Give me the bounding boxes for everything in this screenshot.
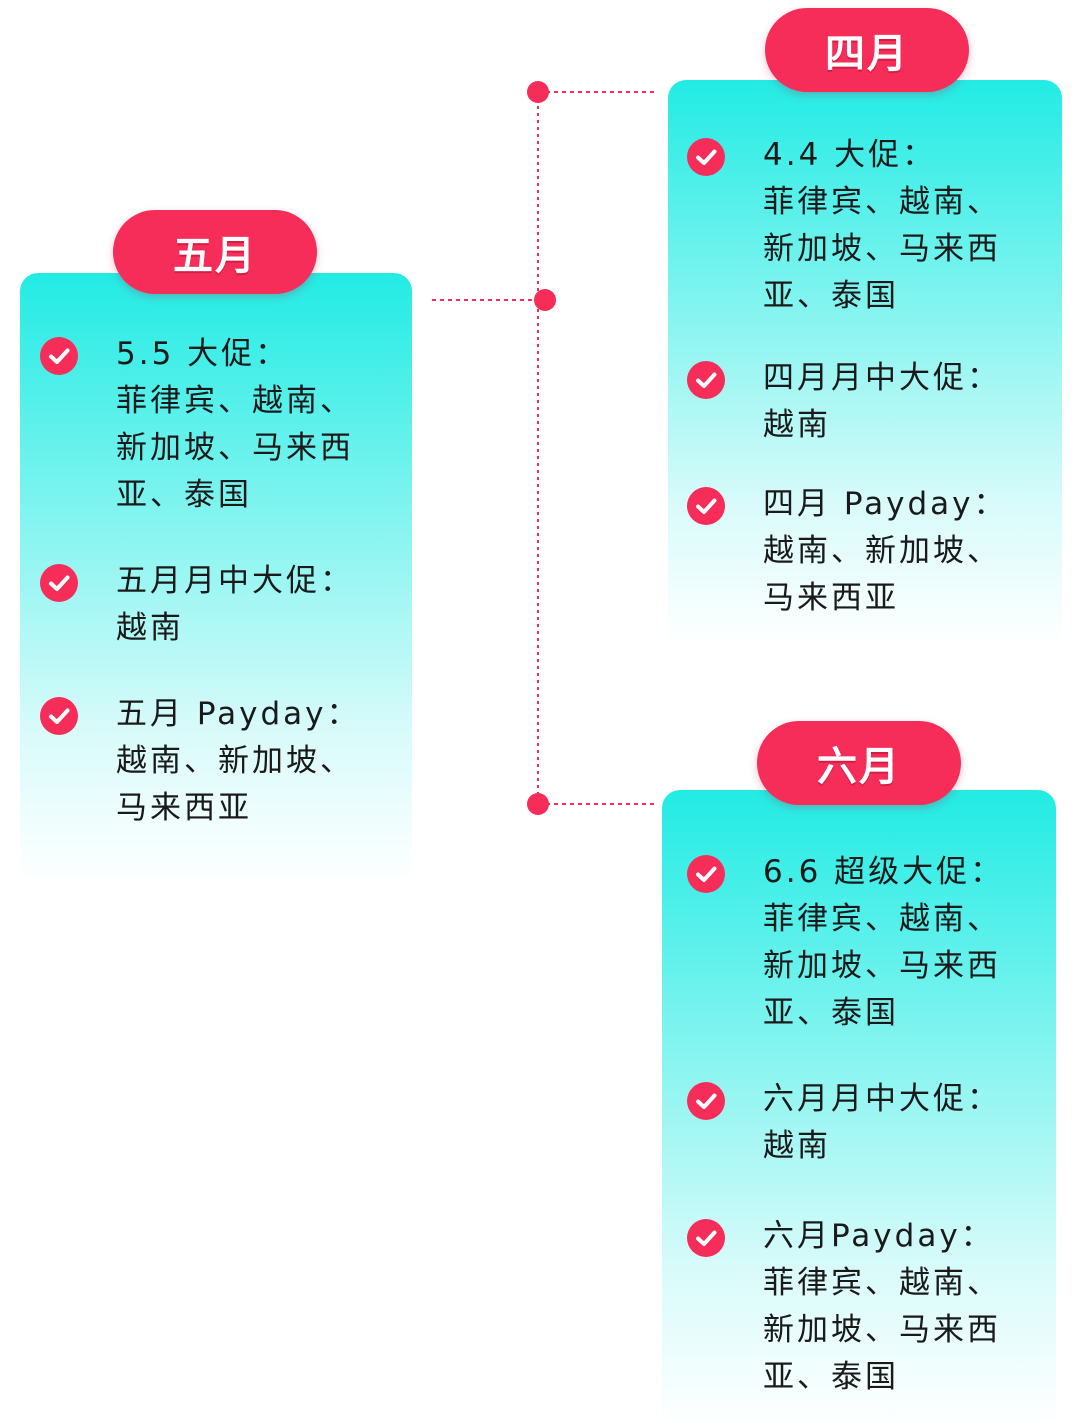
item-body: 越南、新加坡、马来西亚 bbox=[116, 743, 354, 826]
item-title: 六月月中大促： bbox=[763, 1081, 1001, 1117]
item-body: 菲律宾、越南、新加坡、马来西亚、泰国 bbox=[763, 901, 1001, 1031]
check-icon bbox=[687, 1082, 725, 1120]
item-title: 四月月中大促： bbox=[763, 360, 1001, 396]
item-title: 四月 Payday： bbox=[763, 486, 1008, 522]
timeline-dot-june bbox=[527, 793, 549, 815]
check-icon bbox=[687, 855, 725, 893]
item-body: 越南 bbox=[763, 1128, 831, 1164]
check-icon bbox=[687, 361, 725, 399]
item-body: 越南 bbox=[116, 610, 184, 646]
month-tab-may: 五月 bbox=[113, 210, 317, 294]
timeline-dot-april bbox=[527, 81, 549, 103]
item-body: 菲律宾、越南、新加坡、马来西亚、泰国 bbox=[116, 383, 354, 513]
month-card-may bbox=[20, 273, 412, 883]
check-icon bbox=[687, 138, 725, 176]
item-title: 4.4 大促： bbox=[763, 137, 937, 173]
item-title: 6.6 超级大促： bbox=[763, 854, 1005, 890]
month-tab-june: 六月 bbox=[757, 721, 961, 805]
month-card-april bbox=[668, 80, 1062, 645]
month-card-june bbox=[662, 790, 1056, 1427]
item-title: 5.5 大促： bbox=[116, 336, 290, 372]
check-icon bbox=[40, 337, 78, 375]
check-icon bbox=[687, 1219, 725, 1257]
check-icon bbox=[40, 564, 78, 602]
item-title: 五月月中大促： bbox=[116, 563, 354, 599]
item-body: 越南 bbox=[763, 407, 831, 443]
item-title: 五月 Payday： bbox=[116, 696, 361, 732]
timeline-dot-may bbox=[534, 289, 556, 311]
month-tab-april: 四月 bbox=[765, 8, 969, 92]
item-body: 菲律宾、越南、新加坡、马来西亚、泰国 bbox=[763, 184, 1001, 314]
check-icon bbox=[40, 697, 78, 735]
item-title: 六月Payday： bbox=[763, 1218, 995, 1254]
item-body: 菲律宾、越南、新加坡、马来西亚、泰国 bbox=[763, 1265, 1001, 1395]
check-icon bbox=[687, 487, 725, 525]
item-body: 越南、新加坡、马来西亚 bbox=[763, 533, 1001, 616]
